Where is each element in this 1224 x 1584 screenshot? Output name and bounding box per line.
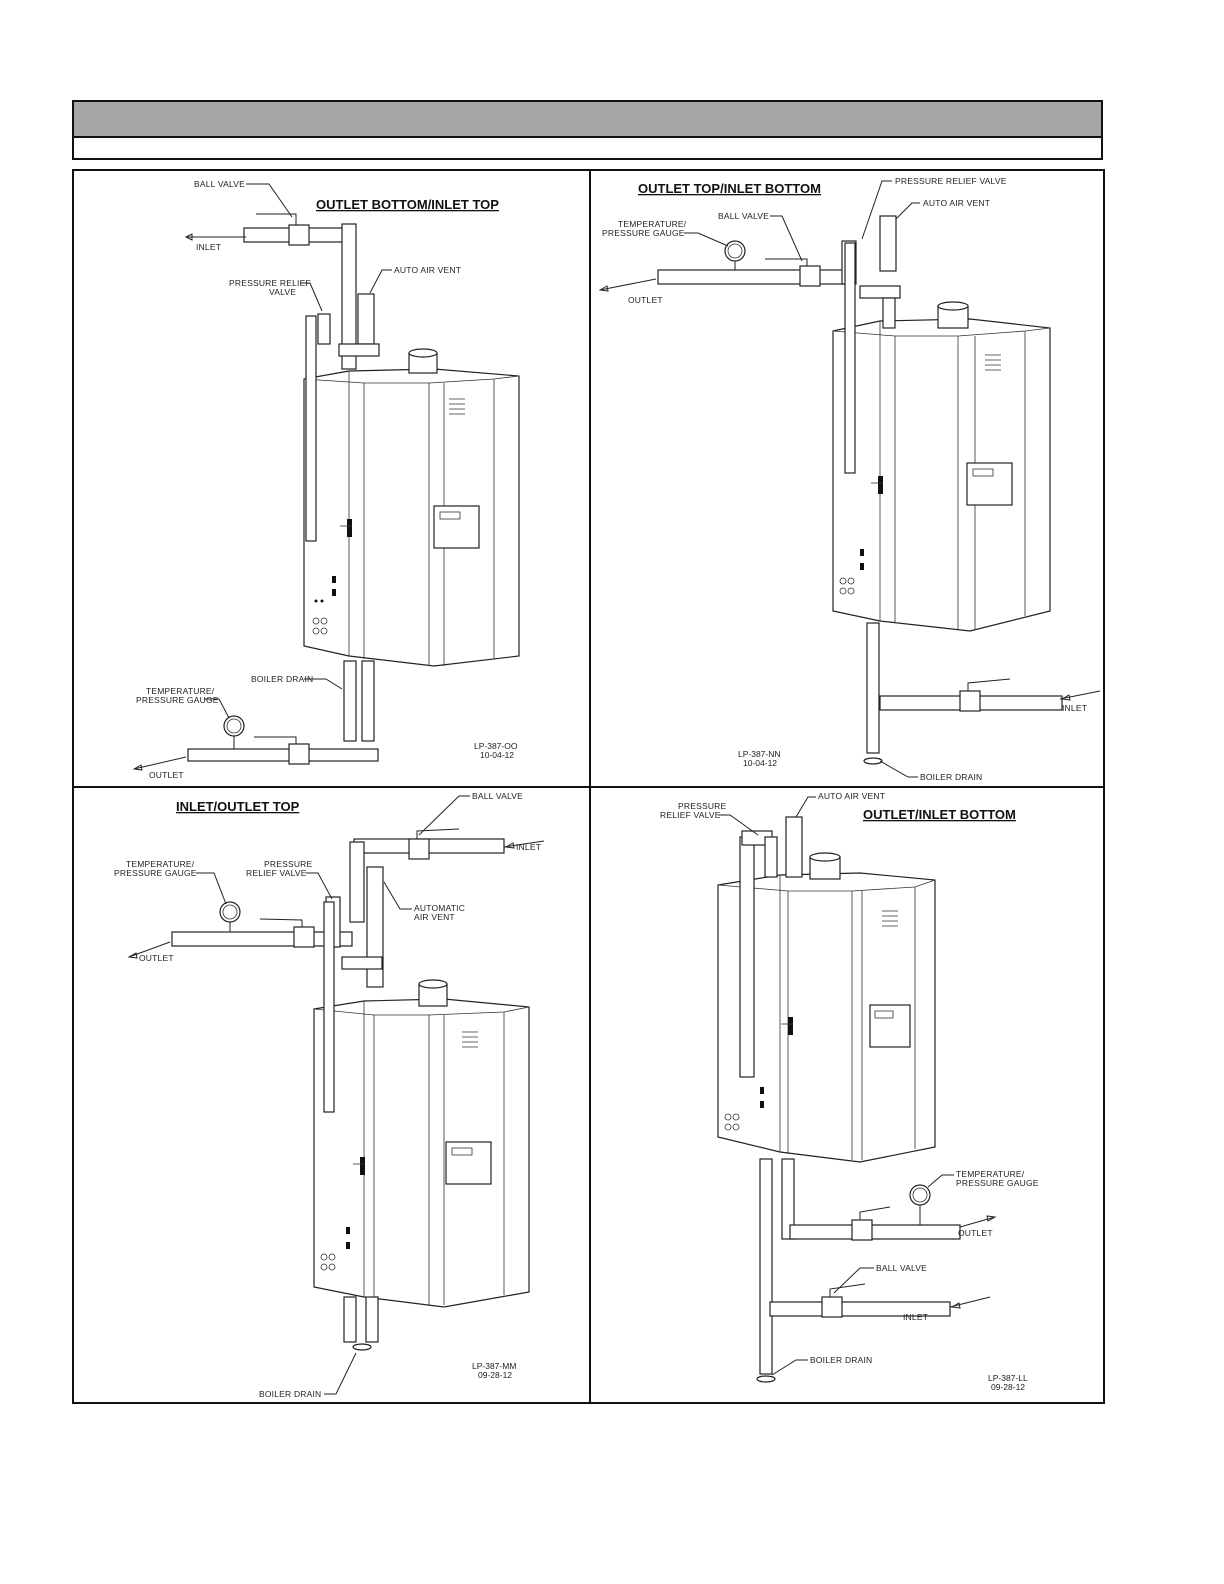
label-boiler-drain: BOILER DRAIN xyxy=(251,674,313,684)
piping-diagram-3: INLET/OUTLET TOP xyxy=(114,791,545,1399)
drawing-code: LP-387-MM xyxy=(472,1361,516,1371)
boiler-unit xyxy=(303,348,520,667)
label-ball-valve: BALL VALVE xyxy=(472,791,523,801)
label-pressure-relief-valve: PRESSURE xyxy=(264,859,312,869)
label-outlet: OUTLET xyxy=(958,1228,993,1238)
panel-outlet-bottom-inlet-top: OUTLET BOTTOM/INLET TOP xyxy=(74,171,591,788)
label-auto-air-vent: AUTO AIR VENT xyxy=(923,198,990,208)
label-pressure-relief-valve: PRESSURE RELIEF VALVE xyxy=(895,176,1007,186)
label-ball-valve: BALL VALVE xyxy=(876,1263,927,1273)
section-header-bar xyxy=(72,100,1103,138)
label-automatic-air-vent: AUTOMATIC xyxy=(414,903,465,913)
piping-diagram-2: OUTLET TOP/INLET BOTTOM xyxy=(598,176,1101,782)
panel-outlet-top-inlet-bottom: OUTLET TOP/INLET BOTTOM xyxy=(590,171,1105,788)
label-pressure-relief-valve-2: RELIEF VALVE xyxy=(246,868,307,878)
top-piping xyxy=(739,816,803,1078)
label-outlet: OUTLET xyxy=(628,295,663,305)
outlet-piping xyxy=(127,896,383,1351)
label-temperature-gauge-2: PRESSURE GAUGE xyxy=(956,1178,1039,1188)
drawing-code: LP-387-LL xyxy=(988,1373,1028,1383)
inlet-piping xyxy=(863,622,1101,765)
panel-inlet-outlet-top: INLET/OUTLET TOP xyxy=(74,787,591,1402)
label-boiler-drain: BOILER DRAIN xyxy=(259,1389,321,1399)
label-auto-air-vent: AUTO AIR VENT xyxy=(394,265,461,275)
panel-title: OUTLET/INLET BOTTOM xyxy=(863,807,1016,822)
panel-title: INLET/OUTLET TOP xyxy=(176,799,300,814)
drawing-code: LP-387-NN xyxy=(738,749,781,759)
piping-diagram-1: OUTLET BOTTOM/INLET TOP xyxy=(132,179,520,780)
label-temperature-gauge: TEMPERATURE/ xyxy=(146,686,215,696)
label-outlet: OUTLET xyxy=(139,953,174,963)
label-auto-air-vent: AUTO AIR VENT xyxy=(818,791,885,801)
label-temperature-gauge-2: PRESSURE GAUGE xyxy=(114,868,197,878)
label-inlet: INLET xyxy=(903,1312,928,1322)
label-temperature-gauge: TEMPERATURE/ xyxy=(126,859,195,869)
outlet-piping xyxy=(132,660,379,771)
label-temperature-gauge: TEMPERATURE/ xyxy=(956,1169,1025,1179)
panel-outlet-inlet-bottom: OUTLET/INLET BOTTOM xyxy=(590,787,1105,1402)
section-subheader-bar xyxy=(72,138,1103,160)
boiler-unit xyxy=(313,979,530,1308)
label-temperature-gauge: TEMPERATURE/ xyxy=(618,219,687,229)
label-pressure-relief-valve-2: RELIEF VALVE xyxy=(660,810,721,820)
label-temperature-gauge-2: PRESSURE GAUGE xyxy=(602,228,685,238)
drawing-date: 10-04-12 xyxy=(743,758,777,768)
drawing-date: 09-28-12 xyxy=(478,1370,512,1380)
boiler-unit xyxy=(832,301,1051,632)
label-temperature-gauge-2: PRESSURE GAUGE xyxy=(136,695,219,705)
diagram-grid: OUTLET BOTTOM/INLET TOP xyxy=(72,169,1105,1404)
label-inlet: INLET xyxy=(516,842,541,852)
panel-title: OUTLET BOTTOM/INLET TOP xyxy=(316,197,499,212)
label-inlet: INLET xyxy=(1062,703,1087,713)
drawing-date: 09-28-12 xyxy=(991,1382,1025,1392)
label-pressure-relief-valve: PRESSURE xyxy=(678,801,726,811)
label-pressure-relief-valve: PRESSURE RELIEF xyxy=(229,278,311,288)
label-outlet: OUTLET xyxy=(149,770,184,780)
panel-title: OUTLET TOP/INLET BOTTOM xyxy=(638,181,821,196)
label-ball-valve: BALL VALVE xyxy=(718,211,769,221)
label-pressure-relief-valve-2: VALVE xyxy=(269,287,296,297)
label-inlet: INLET xyxy=(196,242,221,252)
drawing-date: 10-04-12 xyxy=(480,750,514,760)
label-ball-valve: BALL VALVE xyxy=(194,179,245,189)
outlet-piping xyxy=(598,215,901,474)
label-boiler-drain: BOILER DRAIN xyxy=(920,772,982,782)
boiler-unit xyxy=(717,852,936,1163)
label-automatic-air-vent-2: AIR VENT xyxy=(414,912,455,922)
label-boiler-drain: BOILER DRAIN xyxy=(810,1355,872,1365)
bottom-piping xyxy=(756,1158,997,1383)
inlet-piping xyxy=(184,213,380,542)
drawing-code: LP-387-OO xyxy=(474,741,518,751)
piping-diagram-4: OUTLET/INLET BOTTOM xyxy=(660,791,1039,1392)
